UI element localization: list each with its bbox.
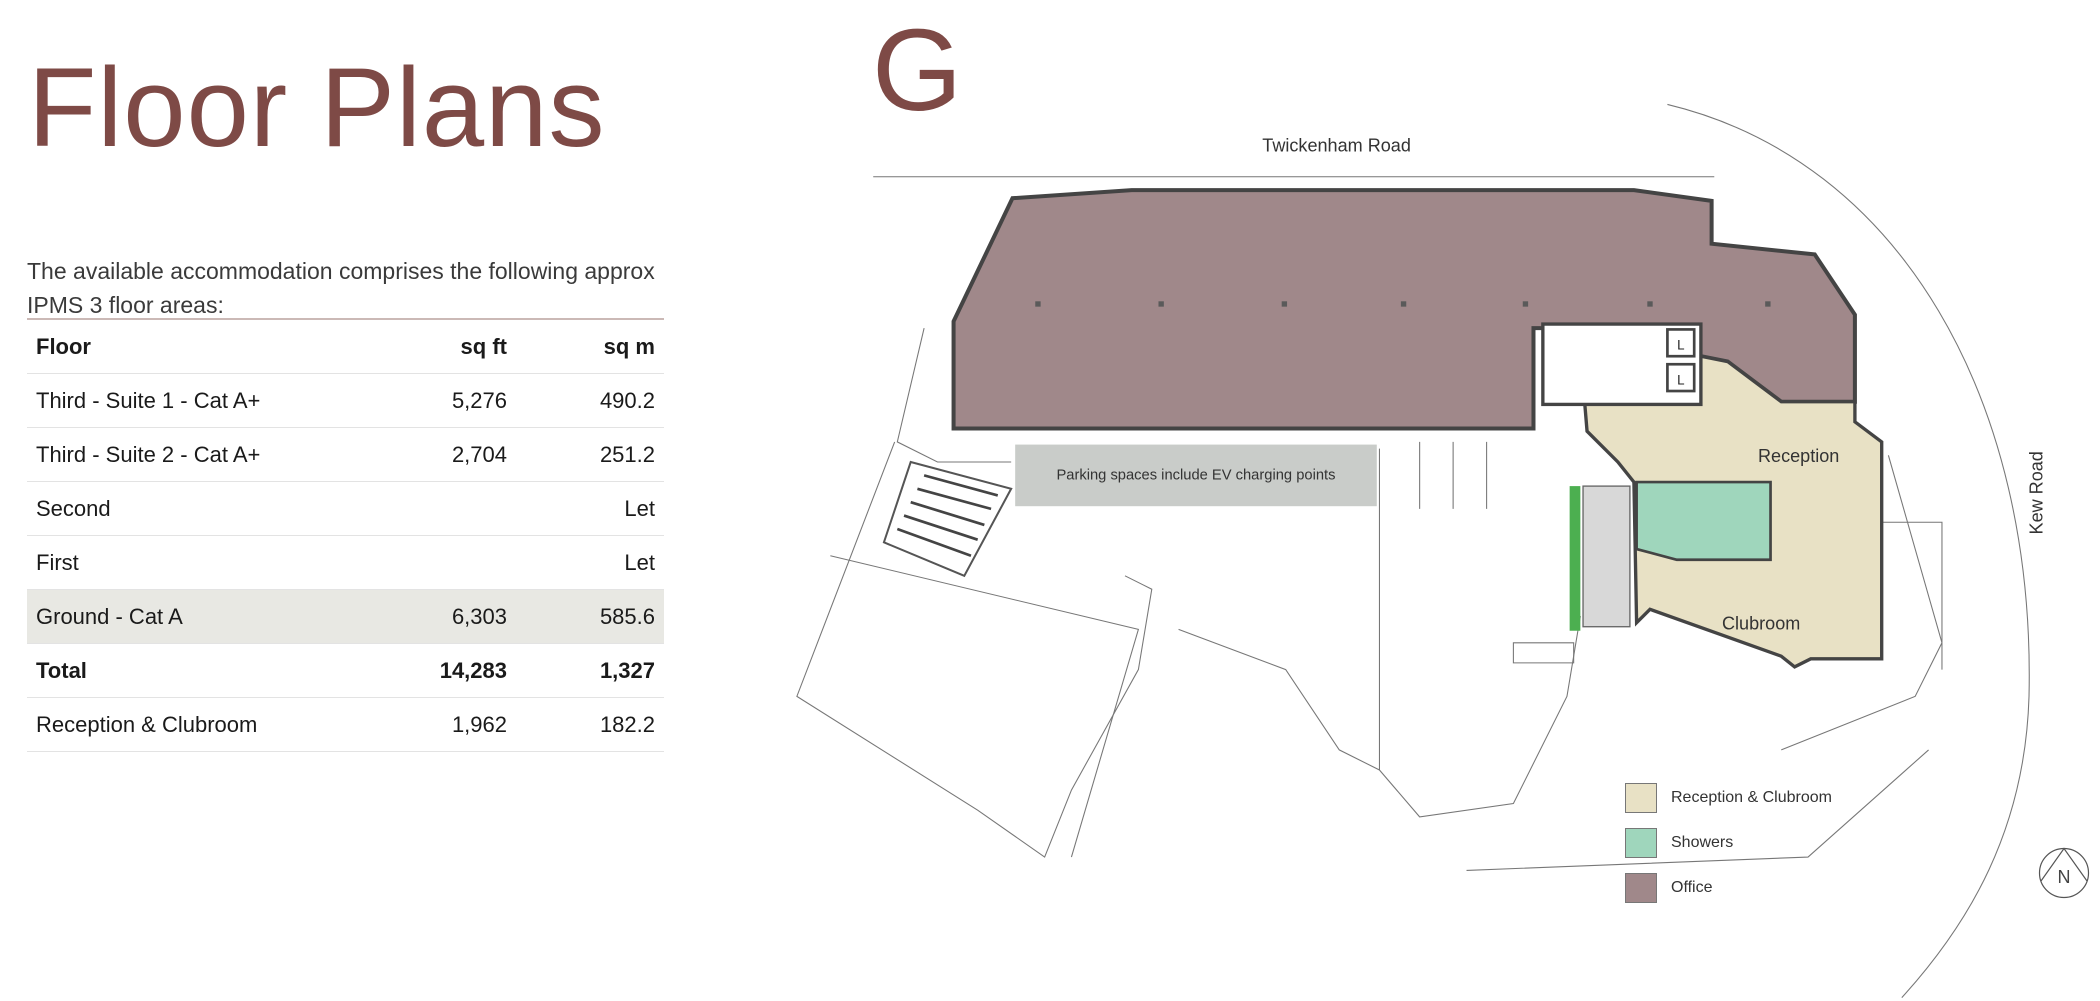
floor-cell: Second [27,481,368,536]
legend-swatch [1625,828,1657,858]
sqft-cell: 2,704 [368,427,516,482]
sqft-cell: 1,962 [368,697,516,752]
floor-cell: Total [27,643,368,698]
legend-item-office: Office [1625,872,1832,904]
north-label: N [2058,867,2071,887]
floor-cell: Third - Suite 2 - Cat A+ [27,427,368,482]
legend-item-reception: Reception & Clubroom [1625,782,1832,814]
legend: Reception & Clubroom Showers Office [1625,782,1832,917]
clubroom-label: Clubroom [1722,613,1800,633]
showers-area [1635,480,1772,562]
column-markers [1035,301,1771,307]
parking-area [1015,444,1377,507]
floor-areas-table: Floor sq ft sq m Third - Suite 1 - Cat A… [27,318,664,752]
floor-cell: First [27,535,368,590]
table-header-row: Floor sq ft sq m [27,319,664,374]
reception-label: Reception [1758,446,1839,466]
sqft-cell: 6,303 [368,589,516,644]
lift-label: L [1677,338,1684,353]
north-arrow-icon: N [2038,847,2090,899]
header-sqft: sq ft [368,319,516,374]
floor-cell: Third - Suite 1 - Cat A+ [27,373,368,428]
lift-label: L [1677,372,1684,387]
parking-label: Parking spaces include EV charging point… [1056,467,1335,483]
legend-label: Office [1671,879,1713,896]
planting-strip [1569,486,1581,631]
legend-label: Reception & Clubroom [1671,789,1832,806]
intro-text: The available accommodation comprises th… [27,258,655,318]
site-outlines [796,103,2030,999]
table-row: Second Let [27,481,664,536]
legend-swatch [1625,873,1657,903]
legend-item-showers: Showers [1625,827,1832,859]
sqm-cell: 182.2 [516,697,664,752]
sqm-cell: Let [516,535,664,590]
terrace [1582,485,1631,628]
legend-swatch [1625,783,1657,813]
header-sqm: sq m [516,319,664,374]
table-row: First Let [27,535,664,590]
sqm-cell: 585.6 [516,589,664,644]
header-floor: Floor [27,319,368,374]
road-label-twickenham: Twickenham Road [1262,135,1411,155]
sqft-cell: 5,276 [368,373,516,428]
road-label-kew: Kew Road [2026,451,2046,534]
sqm-cell: 490.2 [516,373,664,428]
floor-cell: Ground - Cat A [27,589,368,644]
legend-label: Showers [1671,834,1734,851]
page-title: Floor Plans [28,45,606,170]
stair-block [882,460,1013,578]
sqm-cell: Let [516,481,664,536]
lift-2 [1666,362,1696,393]
sqft-cell [368,481,516,536]
sqft-cell [368,535,516,590]
lift-1 [1666,328,1696,358]
sqft-cell: 14,283 [368,643,516,698]
floor-letter: G [872,5,963,135]
floor-cell: Reception & Clubroom [27,697,368,752]
sqm-cell: 251.2 [516,427,664,482]
sqm-cell: 1,327 [516,643,664,698]
